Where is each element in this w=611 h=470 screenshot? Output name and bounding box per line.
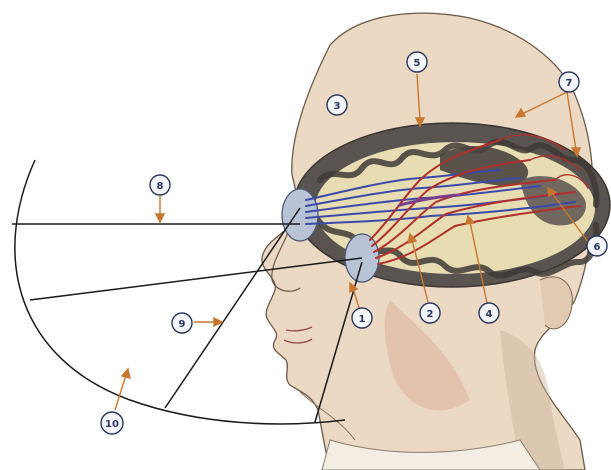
callout-2-label: 2 xyxy=(427,309,434,320)
callout-9-label: 9 xyxy=(179,319,186,330)
callout-8-label: 8 xyxy=(157,181,164,192)
callout-4: 4 xyxy=(479,303,499,323)
callout-10: 10 xyxy=(101,412,123,434)
callout-7-label: 7 xyxy=(566,78,573,89)
callout-8: 8 xyxy=(150,175,170,195)
callout-9: 9 xyxy=(172,313,192,333)
callout-2: 2 xyxy=(420,303,440,323)
callout-7: 7 xyxy=(559,72,579,92)
callout-4-label: 4 xyxy=(486,309,493,320)
callout-6-label: 6 xyxy=(594,242,601,253)
callout-10-label: 10 xyxy=(105,419,119,430)
callout-1: 1 xyxy=(352,308,372,328)
callout-3: 3 xyxy=(327,95,347,115)
callout-5-label: 5 xyxy=(414,58,421,69)
callout-5: 5 xyxy=(407,52,427,72)
callout-3-label: 3 xyxy=(334,101,341,112)
callout-6: 6 xyxy=(587,236,607,256)
callout-1-label: 1 xyxy=(359,314,366,325)
right-eye-globe xyxy=(282,189,318,241)
ear xyxy=(540,277,572,329)
